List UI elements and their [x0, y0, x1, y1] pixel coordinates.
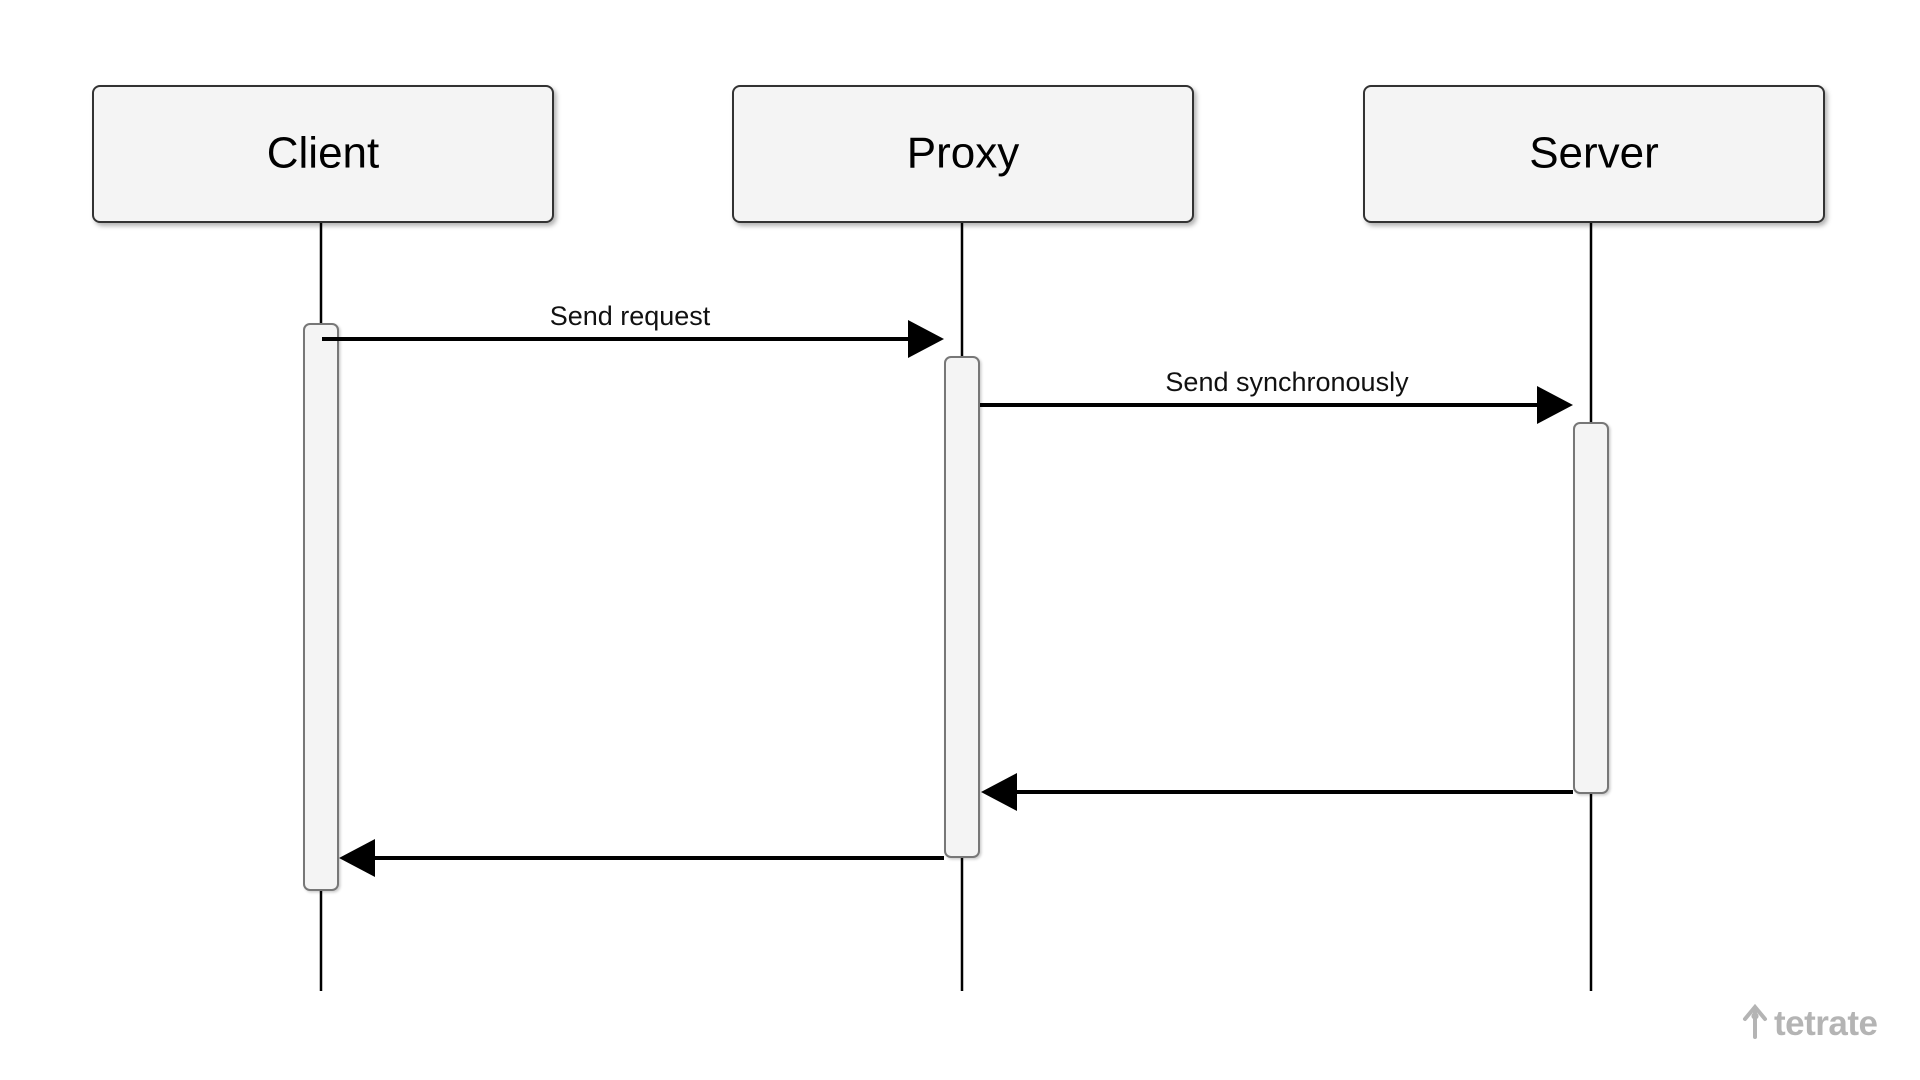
- arrowhead-left-icon: [339, 839, 375, 877]
- message-send-request[interactable]: Send request: [322, 301, 944, 358]
- tetrate-logo-mark-icon: [1743, 1003, 1767, 1039]
- participant-server[interactable]: Server: [1363, 85, 1825, 223]
- participant-label-server: Server: [1529, 129, 1659, 178]
- participant-box-client[interactable]: [92, 85, 554, 223]
- activation-bar-client: [303, 323, 339, 891]
- participant-proxy[interactable]: Proxy: [732, 85, 1194, 223]
- arrowhead-right-icon: [1537, 386, 1573, 424]
- tetrate-branding: tetrate: [1743, 1003, 1878, 1043]
- message-label-send-synchronously: Send synchronously: [1165, 367, 1409, 397]
- participant-box-server[interactable]: [1363, 85, 1825, 223]
- message-send-synchronously[interactable]: Send synchronously: [980, 367, 1573, 424]
- activation-bar-server: [1573, 422, 1609, 794]
- message-server-return[interactable]: [981, 773, 1573, 811]
- activation-bar-proxy: [944, 356, 980, 858]
- arrowhead-left-icon: [981, 773, 1017, 811]
- tetrate-wordmark: tetrate: [1774, 1004, 1878, 1043]
- participant-client[interactable]: Client: [92, 85, 554, 223]
- participant-box-proxy[interactable]: [732, 85, 1194, 223]
- arrowhead-right-icon: [908, 320, 944, 358]
- activations-layer: [303, 323, 1609, 891]
- participant-label-client: Client: [267, 129, 380, 178]
- message-label-send-request: Send request: [550, 301, 711, 331]
- message-proxy-return[interactable]: [339, 839, 944, 877]
- participant-label-proxy: Proxy: [907, 129, 1019, 178]
